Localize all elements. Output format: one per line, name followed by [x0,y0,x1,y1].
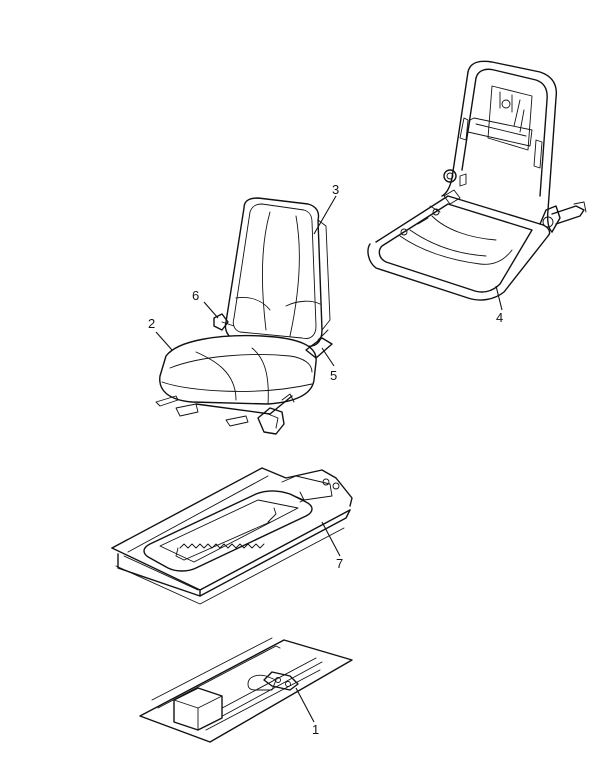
callout-1: 1 [312,722,319,737]
heater-base-tray: 7 [111,467,353,605]
callout-6: 6 [192,288,199,303]
seat-frame: 4 [367,60,587,325]
callout-7: 7 [336,556,343,571]
callout-5: 5 [330,368,337,383]
seat-assembly: 3 2 5 6 [148,182,339,435]
mounting-plate: 1 [139,637,353,743]
callout-4: 4 [496,310,503,325]
callout-3: 3 [332,182,339,197]
callout-2: 2 [148,316,155,331]
